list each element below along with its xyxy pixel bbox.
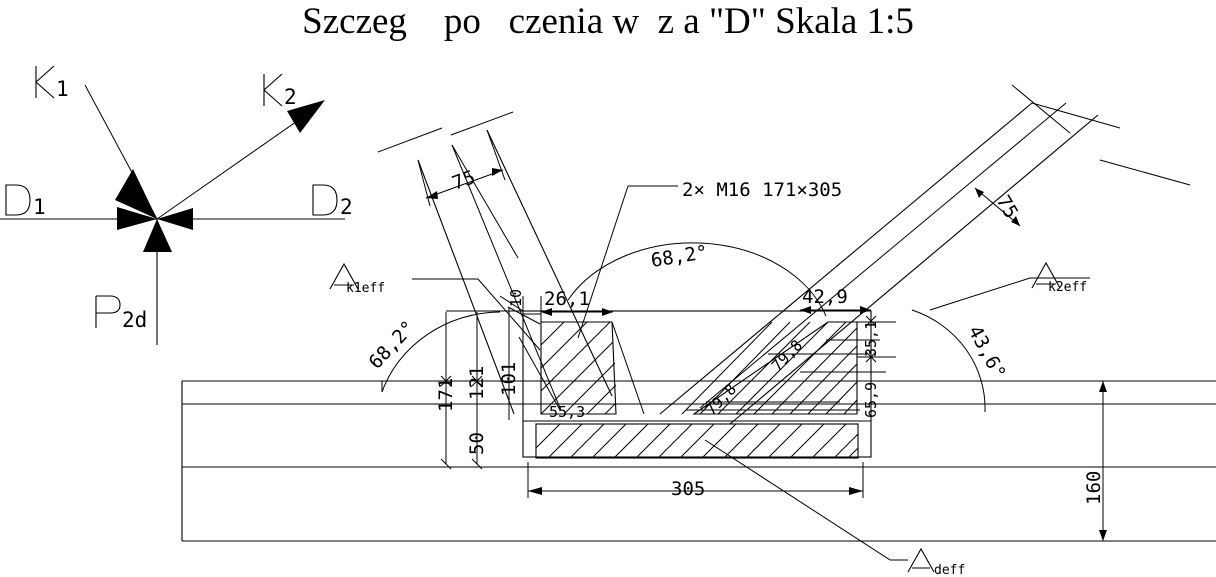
right-angle-arc: [911, 309, 986, 413]
left-member-cl-ext: [451, 144, 519, 259]
bottom-plate-hatching: [535, 423, 859, 459]
angle-right-label: 43,6°: [964, 322, 1010, 383]
left-witness-b: [486, 129, 506, 181]
right-wedge-hatching: [681, 321, 858, 415]
angle-left-label: 68,2°: [365, 317, 420, 374]
misc-construction-lines: [499, 295, 872, 457]
dim-left-member-width: 75: [449, 166, 478, 195]
a-k2eff-sub: k2eff: [1048, 280, 1087, 295]
dim-26-1: 26,1: [544, 288, 590, 310]
dim-right-member-width: 75: [992, 192, 1022, 223]
left-wedge-hatching: [540, 321, 617, 415]
dim-50: 50: [466, 432, 488, 455]
left-member-right-edge: [486, 129, 613, 397]
right-member-centreline: [699, 102, 1067, 409]
dim-121: 121: [466, 366, 488, 400]
left-diagonal-member: [377, 111, 613, 415]
dim-160-group: [1099, 381, 1107, 541]
dim-160: 160: [1083, 471, 1105, 505]
leader-a-k2eff: [929, 277, 1090, 311]
left-weld-wedge: [540, 321, 617, 415]
dim-10: 10: [507, 289, 525, 307]
a-deff-symbol: [907, 547, 935, 573]
a-k2eff-symbol: [1031, 261, 1061, 289]
label-k1-sub: 1: [56, 77, 69, 101]
arrowhead-d1: [117, 207, 157, 230]
label-d2-sub: 2: [340, 195, 353, 219]
a-k1eff-sub: k1eff: [346, 281, 385, 296]
arrowhead-d2: [157, 208, 193, 230]
bolt-note-text: 2× M16 171×305: [682, 179, 842, 201]
bottom-flange-plate: [535, 423, 859, 459]
arrowhead-k2: [287, 100, 325, 133]
leader-a-deff: [704, 439, 908, 561]
label-d2: [312, 184, 338, 216]
bottom-chord: [181, 380, 1216, 542]
page-title: Szczeg po czenia w z a "D" Skala 1:5: [302, 1, 914, 42]
left-member-centreline: [451, 144, 561, 409]
dim-42-9: 42,9: [802, 286, 848, 308]
dim-305-group: [527, 462, 864, 498]
dim-305: 305: [671, 478, 705, 500]
gusset-plate-outline: [522, 310, 872, 458]
force-polygon-group: [0, 84, 345, 345]
left-vertical-dimension-stack: [382, 307, 523, 470]
right-member-witness-1: [1011, 84, 1071, 134]
left-angle-arc: [381, 311, 501, 393]
label-d1: [5, 184, 31, 216]
left-member-left-edge: [417, 159, 515, 415]
dim-101: 101: [498, 362, 520, 396]
top-angle-arc: [567, 242, 827, 317]
arrowhead-p2d: [143, 219, 172, 252]
left-member-witness-1: [377, 127, 443, 153]
left-member-witness-2: [450, 111, 514, 136]
leader-k2: [156, 109, 314, 220]
dim-42-9-group: [800, 306, 871, 314]
bolt-note-leader: [577, 185, 678, 339]
right-diagonal-member: [659, 84, 1191, 425]
label-d1-sub: 1: [33, 195, 46, 219]
dim-plate-thickness-group: [522, 296, 542, 322]
label-k1: [35, 65, 55, 99]
dim-171: 171: [435, 378, 457, 412]
right-member-lower-edge: [659, 102, 1033, 415]
label-p2d: [95, 295, 121, 328]
dim-line-left-75: [425, 169, 504, 199]
a-k1eff-symbol: [329, 262, 359, 290]
right-member-witness-3: [1031, 102, 1121, 129]
label-p2d-sub: 2d: [122, 308, 147, 332]
dim-55-3: 55,3: [549, 403, 585, 421]
right-member-upper-edge-b: [729, 114, 1099, 425]
dim-line-right-75: [974, 187, 1021, 227]
label-k2-sub: 2: [284, 85, 297, 109]
right-member-witness-2: [1099, 159, 1191, 186]
a-deff-sub: deff: [934, 563, 965, 577]
arrowhead-k1: [115, 169, 157, 219]
label-k2: [263, 73, 283, 107]
dim-26-1-group: [541, 308, 613, 316]
left-witness-a: [417, 159, 431, 207]
dim-79-8-upper: 79,8: [768, 336, 806, 374]
